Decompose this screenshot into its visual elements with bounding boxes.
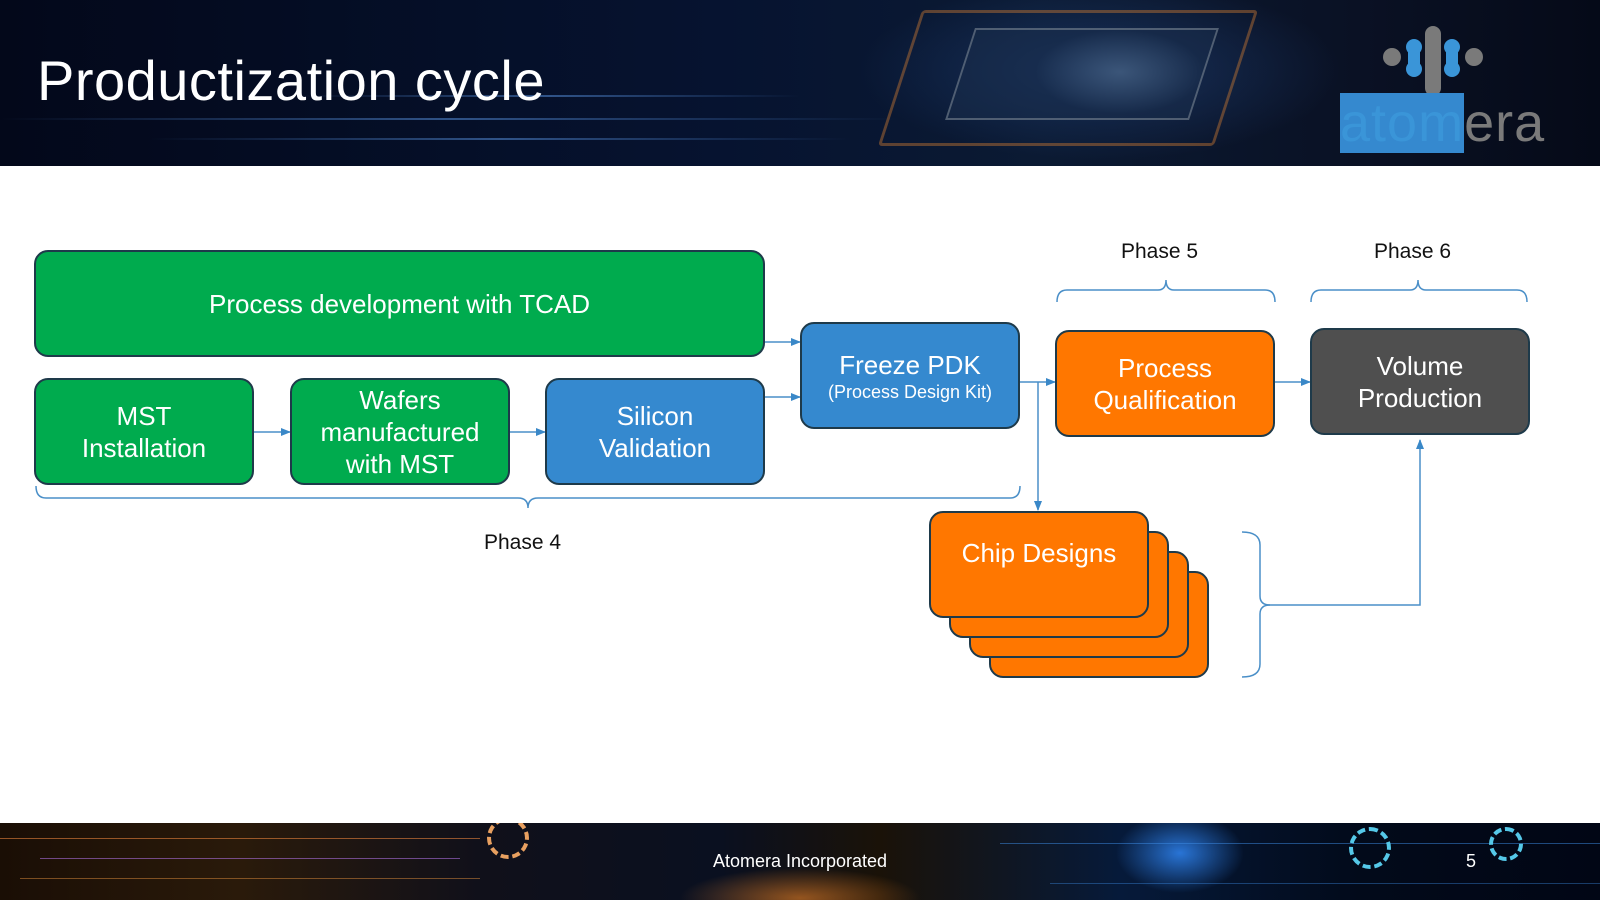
decor-trace bbox=[0, 838, 480, 839]
node-process-qualification: Process Qualification bbox=[1055, 330, 1275, 437]
atomera-molecule-logo-icon bbox=[1383, 26, 1483, 96]
node-volume-production: Volume Production bbox=[1310, 328, 1530, 435]
edge-chips-volume bbox=[1265, 439, 1424, 606]
node-label-line2: Installation bbox=[81, 432, 207, 463]
node-wafers-manufactured: Wafers manufactured with MST bbox=[290, 378, 510, 485]
node-process-development-tcad: Process development with TCAD bbox=[34, 250, 765, 357]
footer-banner bbox=[0, 823, 1600, 900]
phase4-label: Phase 4 bbox=[484, 531, 562, 554]
footer-company: Atomera Incorporated bbox=[0, 851, 1600, 872]
decor-trace bbox=[20, 878, 480, 879]
wordmark-blue: atom bbox=[1340, 93, 1465, 153]
atomera-wordmark: atomera bbox=[1340, 92, 1545, 154]
node-label-line1: Process bbox=[1118, 352, 1212, 383]
logo-gray-dots bbox=[1383, 26, 1483, 96]
footer-company-text: Atomera Incorporated bbox=[712, 851, 888, 871]
node-mst-installation: MST Installation bbox=[34, 378, 254, 485]
node-label-line1: Volume bbox=[1376, 350, 1464, 381]
phase6-bracket bbox=[1310, 279, 1528, 303]
decor-trace bbox=[1050, 883, 1600, 884]
node-label-line2: manufactured bbox=[320, 416, 480, 447]
phase6-label: Phase 6 bbox=[1374, 240, 1452, 263]
phase4-bracket bbox=[35, 485, 1021, 509]
node-label: Freeze PDK bbox=[839, 349, 981, 380]
node-chip-designs: Chip Designs bbox=[929, 511, 1149, 618]
decor-streak bbox=[150, 138, 850, 140]
node-label-line3: with MST bbox=[345, 448, 455, 479]
decor-chip-die bbox=[945, 28, 1219, 120]
decor-gear bbox=[1349, 827, 1391, 869]
node-label-line1: Silicon bbox=[616, 400, 694, 431]
node-label-line2: Validation bbox=[598, 432, 712, 463]
decor-gear bbox=[1489, 827, 1523, 861]
logo-blue-dots bbox=[1406, 39, 1460, 77]
node-label-line1: MST bbox=[116, 400, 172, 431]
decor-streak bbox=[0, 118, 900, 120]
decor-gear bbox=[487, 823, 529, 859]
decor-trace bbox=[1000, 843, 1600, 844]
node-label-line1: Wafers bbox=[359, 384, 441, 415]
node-label-line2: Production bbox=[1357, 382, 1483, 413]
chips-bracket bbox=[1241, 531, 1271, 678]
header-banner bbox=[0, 0, 1600, 166]
node-freeze-pdk: Freeze PDK (Process Design Kit) bbox=[800, 322, 1020, 429]
phase5-bracket bbox=[1056, 279, 1276, 303]
slide-title: Productization cycle bbox=[37, 49, 546, 112]
node-sublabel: (Process Design Kit) bbox=[827, 381, 993, 402]
node-silicon-validation: Silicon Validation bbox=[545, 378, 765, 485]
node-label-line2: Qualification bbox=[1093, 384, 1237, 415]
page-number: 5 bbox=[1466, 851, 1477, 871]
decor-streak bbox=[300, 95, 800, 97]
decor-trace bbox=[40, 858, 460, 859]
node-label: Chip Designs bbox=[961, 537, 1117, 568]
wordmark-gray: era bbox=[1464, 93, 1546, 153]
phase5-label: Phase 5 bbox=[1121, 240, 1199, 263]
node-label: Process development with TCAD bbox=[208, 288, 590, 319]
